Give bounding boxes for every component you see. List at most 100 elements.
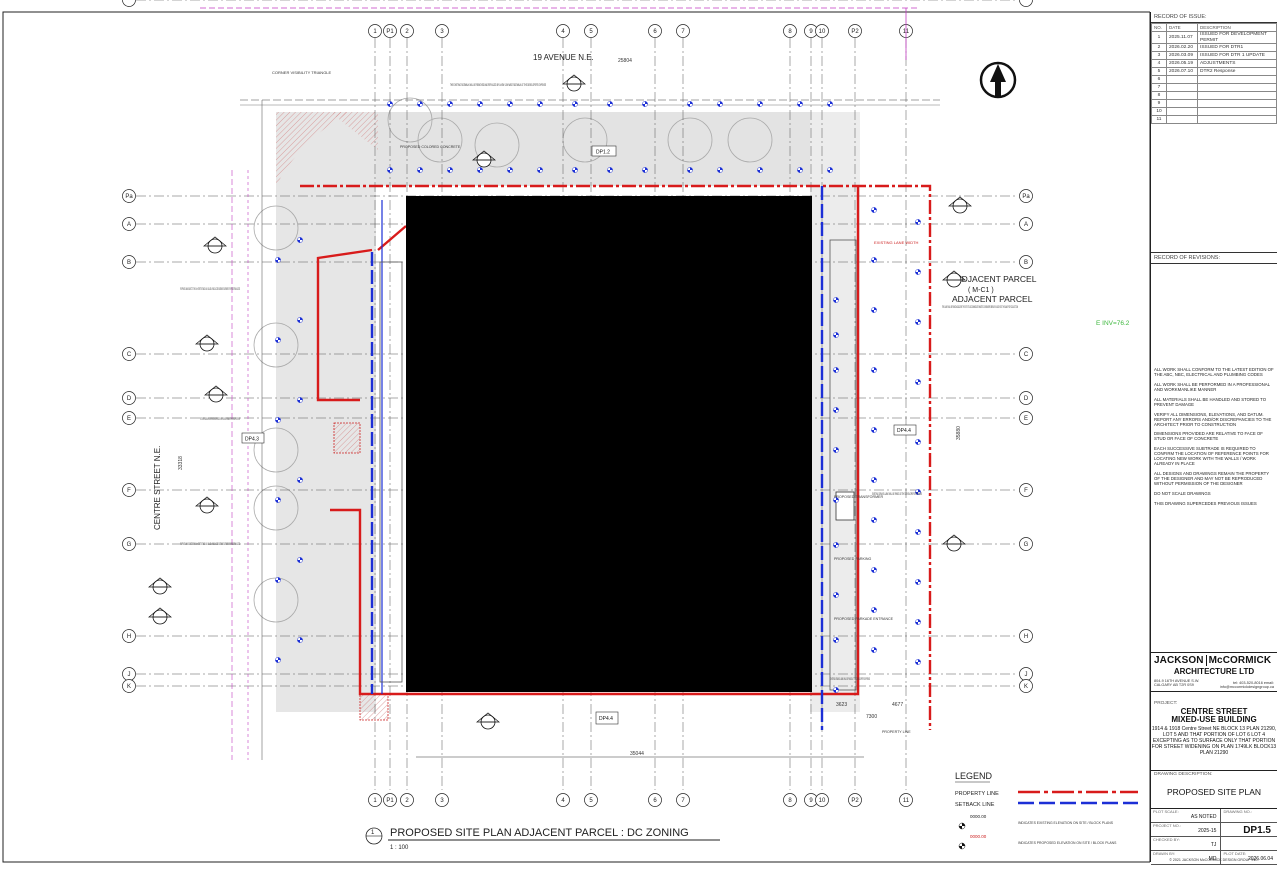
- svg-text:INDICATES EXISTING ELEVATION O: INDICATES EXISTING ELEVATION ON SITE / B…: [1018, 821, 1114, 825]
- svg-text:4: 4: [561, 29, 565, 35]
- drawing-info-grid: PLOT SCALE:AS NOTED DRAWING NO.: PROJECT…: [1151, 808, 1277, 865]
- svg-text:8: 8: [788, 798, 792, 804]
- svg-text:J: J: [1025, 672, 1028, 678]
- svg-text:PROPOSED PARKADE ENTRANCE: PROPOSED PARKADE ENTRANCE: [834, 617, 894, 621]
- svg-text:3: 3: [440, 798, 444, 804]
- drawing-description-block: DRAWING DESCRIPTION: PROPOSED SITE PLAN: [1151, 770, 1277, 809]
- project-number: 2025-15: [1198, 828, 1217, 835]
- svg-text:J: J: [128, 672, 131, 678]
- issue-row: 11: [1151, 115, 1277, 125]
- svg-text:B: B: [1024, 260, 1028, 266]
- issue-row: 6: [1151, 75, 1277, 85]
- callout-dp44-lower[interactable]: DP4.4: [595, 711, 619, 725]
- svg-text:Pa: Pa: [1022, 194, 1030, 200]
- svg-text:0000.00: 0000.00: [970, 814, 987, 819]
- svg-text:THE LANE WILL BE PAVED ADJACEN: THE LANE WILL BE PAVED ADJACENT THE SITE…: [942, 305, 1018, 309]
- building-footprint: [406, 196, 812, 692]
- grid-bubble-col: 3: [435, 793, 449, 807]
- site-plan-drawing: 11P1P122334455667788991010P2P21111PaPaAA…: [2, 0, 1151, 863]
- grid-bubble-col: 6: [648, 24, 662, 38]
- svg-text:E: E: [127, 416, 131, 422]
- svg-text:H: H: [127, 634, 131, 640]
- general-note: THIS DRAWING SUPERCEDES PREVIOUS ISSUES: [1154, 500, 1257, 506]
- spot-elevations: [275, 101, 921, 693]
- svg-text:9: 9: [809, 29, 813, 35]
- grid-bubble-row: E: [122, 411, 136, 425]
- svg-text:7: 7: [681, 798, 685, 804]
- svg-text:F: F: [127, 488, 131, 494]
- street-label-left: CENTRE STREET N.E.: [153, 446, 162, 530]
- corner-triangle-hatch: [276, 112, 350, 186]
- svg-text:G: G: [1024, 542, 1029, 548]
- plot-scale: AS NOTED: [1190, 814, 1217, 821]
- record-of-revisions-heading: RECORD OF REVISIONS:: [1151, 252, 1277, 265]
- svg-text:ADJACENT PARCEL: ADJACENT PARCEL: [952, 294, 1033, 304]
- callout-dp44-right[interactable]: DP4.4: [893, 424, 917, 436]
- svg-text:33318: 33318: [178, 456, 184, 470]
- grid-bubble-col: 8: [783, 24, 797, 38]
- svg-text:( M-C1 ): ( M-C1 ): [968, 287, 994, 294]
- svg-text:1: 1: [373, 29, 377, 35]
- adjacent-parcel-label: ADJACENT PARCEL: [956, 274, 1037, 284]
- general-note: DO NOT SCALE DRAWINGS: [1154, 490, 1211, 496]
- svg-text:THE PRIVATE LAWN SUBJECT TO TH: THE PRIVATE LAWN SUBJECT TO THE 5.8 m ST…: [180, 287, 240, 291]
- svg-text:PROPOSED COLORED CONCRETE: PROPOSED COLORED CONCRETE: [400, 145, 461, 149]
- svg-text:0000.00: 0000.00: [970, 834, 987, 839]
- general-note: VERIFY ALL DIMENSIONS, ELEVATIONS, AND D…: [1154, 411, 1272, 427]
- svg-text:PROPERTY LINE: PROPERTY LINE: [882, 730, 911, 734]
- grid-bubble-row: D: [122, 391, 136, 405]
- svg-text:8: 8: [788, 29, 792, 35]
- general-note: ALL MATERIALS SHALL BE HANDLED AND STORE…: [1154, 396, 1267, 407]
- general-notes: ALL WORK SHALL CONFORM TO THE LATEST EDI…: [1154, 367, 1274, 512]
- grid-bubble-col: 2: [400, 793, 414, 807]
- grid-bubble-row: D: [1019, 391, 1033, 405]
- general-note: ALL DESIGNS AND DRAWINGS REMAIN THE PROP…: [1154, 471, 1270, 486]
- grid-bubble-row: H: [122, 629, 136, 643]
- callout-dp43[interactable]: DP4.3: [241, 432, 265, 444]
- grid-bubble-row: A: [122, 217, 136, 231]
- grid-bubble-row: J: [122, 667, 136, 681]
- callout-dp12[interactable]: DP1.2: [591, 145, 617, 157]
- svg-text:11: 11: [903, 798, 910, 804]
- svg-text:P2: P2: [851, 798, 859, 804]
- plan-title-block: 1 PROPOSED SITE PLAN ADJACENT PARCEL : D…: [365, 827, 720, 851]
- grid-bubble-row: B: [1019, 255, 1033, 269]
- copyright: © 2021 JACKSON McCORMICK DESIGN GROUP IN…: [1169, 857, 1259, 862]
- grid-bubble-row: K: [122, 679, 136, 693]
- issue-row: 8: [1151, 91, 1277, 101]
- grid-bubble-col: P1: [383, 24, 397, 38]
- section-markers: [148, 74, 972, 730]
- grid-bubble-row: Pa: [122, 189, 136, 203]
- grid-bubble-col: P2: [848, 793, 862, 807]
- drawing-number: DP1.5: [1243, 824, 1271, 836]
- grid-bubble-row: J: [1019, 667, 1033, 681]
- drawing-description: PROPOSED SITE PLAN: [1167, 786, 1261, 797]
- grid-bubble-row: K: [1019, 679, 1033, 693]
- general-note: DIMENSIONS PROVIDED ARE RELATIVE TO FACE…: [1154, 431, 1263, 442]
- grid-bubble-col: 1: [368, 793, 382, 807]
- svg-text:EXISTING LANE WIDTH: EXISTING LANE WIDTH: [874, 240, 919, 245]
- svg-text:PROPOSED PARKING: PROPOSED PARKING: [834, 557, 871, 561]
- grid-bubble-col: P2: [848, 24, 862, 38]
- grid-bubble-row: G: [122, 537, 136, 551]
- svg-text:C: C: [127, 352, 132, 358]
- svg-text:THE PRIVATE LAWN SUBJECT TO TH: THE PRIVATE LAWN SUBJECT TO THE 5.8 m ST…: [180, 542, 240, 546]
- svg-text:7: 7: [681, 29, 685, 35]
- firm-address: 804-9 16TH AVENUE S.W. CALGARY AB T2R 0S…: [1154, 678, 1200, 688]
- svg-text:CORNER VISIBILITY TRIANGLE: CORNER VISIBILITY TRIANGLE: [272, 70, 332, 75]
- svg-text:Pb: Pb: [1022, 0, 1030, 2]
- svg-text:10: 10: [819, 29, 826, 35]
- svg-text:P1: P1: [386, 798, 394, 804]
- general-note: ALL WORK SHALL BE PERFORMED IN A PROFESS…: [1154, 381, 1270, 392]
- svg-text:PROPOSED TRANSFORMER: PROPOSED TRANSFORMER: [834, 495, 883, 499]
- firm-subtitle: ARCHITECTURE LTD: [1173, 666, 1255, 676]
- record-of-issue-heading: RECORD OF ISSUE:: [1151, 12, 1277, 24]
- svg-text:DP1.2: DP1.2: [596, 150, 610, 156]
- grid-bubble-col: 7: [676, 793, 690, 807]
- svg-text:6: 6: [653, 798, 657, 804]
- svg-text:THE EXISTING SIDEWALK WILL BE: THE EXISTING SIDEWALK WILL BE REMOVED AN…: [450, 83, 546, 87]
- grid-bubble-row: Pb: [1019, 0, 1033, 7]
